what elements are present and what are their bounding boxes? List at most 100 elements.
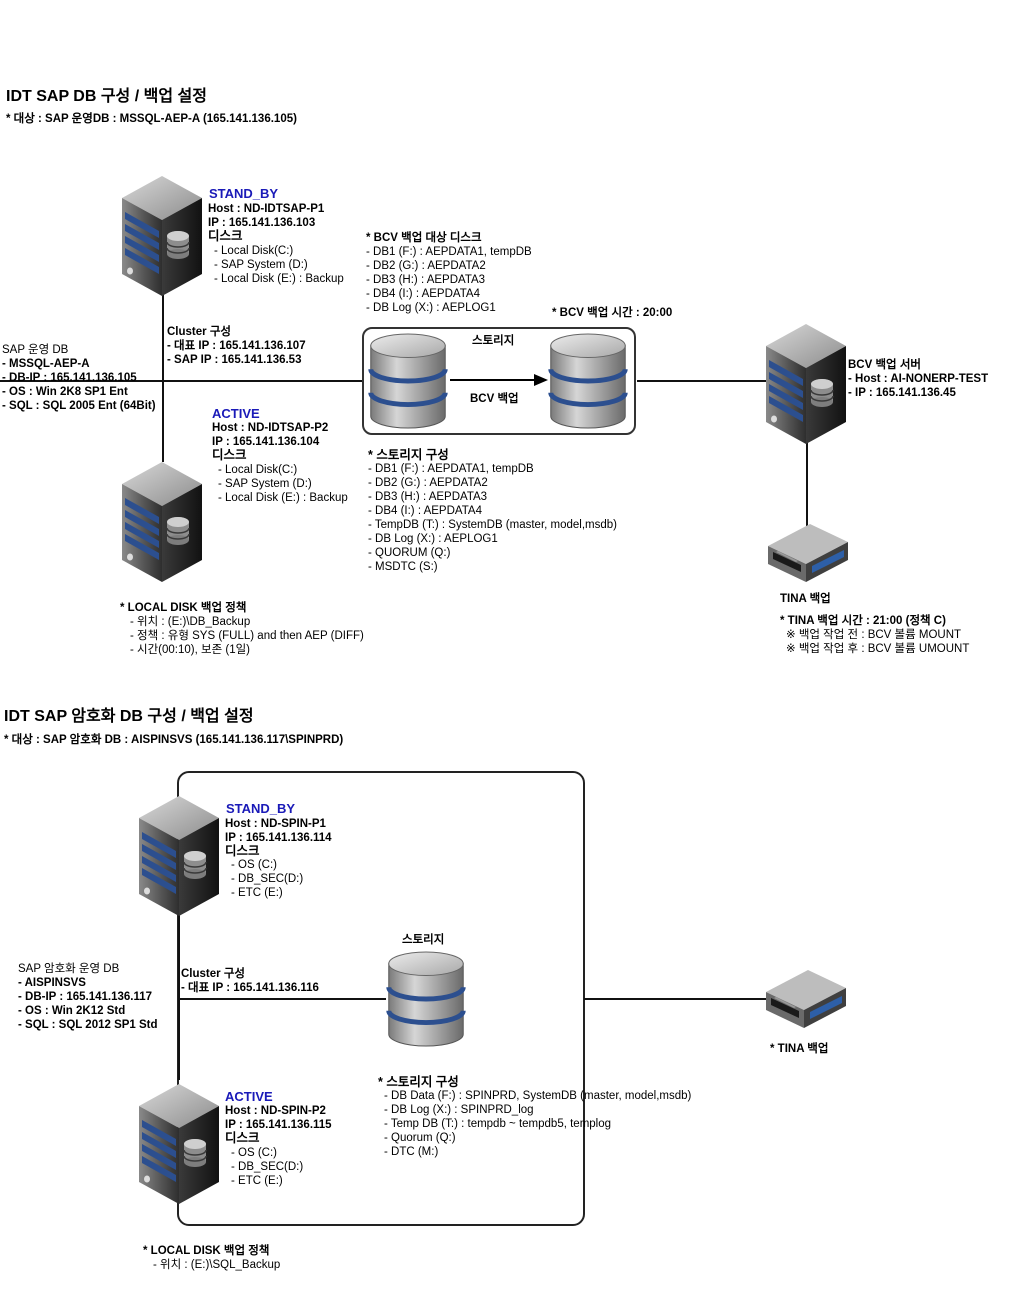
disk-item: - Local Disk (E:) : Backup — [218, 492, 348, 504]
disk-item: - SAP System (D:) — [218, 478, 312, 490]
sap-db-info: SAP 운영 DB - MSSQL-AEP-A - DB-IP : 165.14… — [2, 343, 156, 413]
bcv-disks-title: * BCV 백업 대상 디스크 — [366, 232, 482, 244]
storage-config-item: - DB2 (G:) : AEPDATA2 — [368, 477, 488, 489]
active-disk-title: 디스크 — [212, 448, 247, 462]
storage-config-title: * 스토리지 구성 — [368, 448, 449, 462]
bcv-to-tina-line — [806, 440, 808, 526]
bcv-disk-list: * BCV 백업 대상 디스크 - DB1 (F:) : AEPDATA1, t… — [366, 231, 532, 315]
frame-to-tina-line — [584, 998, 770, 1000]
section2-subtitle: * 대상 : SAP 암호화 DB : AISPINSVS (165.141.1… — [4, 734, 344, 746]
storage-config-item: - MSDTC (S:) — [368, 561, 438, 573]
bcv-server-info: BCV 백업 서버 - Host : AI-NONERP-TEST - IP :… — [848, 358, 988, 400]
standby-disk-list: - OS (C:) - DB_SEC(D:) - ETC (E:) — [231, 858, 303, 900]
storage-config-item: - Quorum (Q:) — [384, 1132, 456, 1144]
storage-cylinder-icon — [368, 332, 448, 430]
sap-db-info: SAP 암호화 운영 DB - AISPINSVS - DB-IP : 165.… — [18, 962, 158, 1032]
cluster-line: - SAP IP : 165.141.136.53 — [167, 354, 302, 366]
standby-role: STAND_BY — [209, 186, 279, 201]
disk-item: - DB_SEC(D:) — [231, 873, 304, 885]
sap-db-line: - SQL : SQL 2012 SP1 Std — [18, 1019, 158, 1031]
bcv-disk-item: - DB3 (H:) : AEPDATA3 — [366, 274, 486, 286]
tina-label: TINA 백업 — [780, 593, 831, 605]
server-icon — [766, 324, 846, 444]
active-ip: IP : 165.141.136.104 — [212, 436, 320, 448]
local-policy-item: - 시간(00:10), 보존 (1일) — [130, 644, 251, 656]
standby-disk-title: 디스크 — [208, 229, 243, 243]
storage-config-item: - DB Log (X:) : AEPLOG1 — [368, 533, 498, 545]
bcv-disk-item: - DB1 (F:) : AEPDATA1, tempDB — [366, 246, 532, 258]
active-disk-list: - OS (C:) - DB_SEC(D:) - ETC (E:) — [231, 1146, 303, 1188]
bcv-server-label: BCV 백업 서버 — [848, 359, 921, 371]
local-policy-item: - 위치 : (E:)\SQL_Backup — [153, 1259, 281, 1271]
standby-ip: IP : 165.141.136.114 — [225, 832, 332, 844]
active-role: ACTIVE — [225, 1089, 273, 1104]
local-disk-policy: * LOCAL DISK 백업 정책 - 위치 : (E:)\DB_Backup… — [120, 601, 364, 657]
storage-config-title: * 스토리지 구성 — [378, 1075, 459, 1089]
sap-db-line: - DB-IP : 165.141.136.105 — [2, 372, 137, 384]
active-role: ACTIVE — [212, 406, 260, 421]
storage-label: 스토리지 — [472, 335, 515, 347]
storage-config-item: - DB4 (I:) : AEPDATA4 — [368, 505, 482, 517]
tina-note: ※ 백업 작업 전 : BCV 볼륨 MOUNT — [786, 629, 962, 641]
section2-title: IDT SAP 암호화 DB 구성 / 백업 설정 — [4, 708, 254, 725]
tina-time-info: * TINA 백업 시간 : 21:00 (정책 C) ※ 백업 작업 전 : … — [780, 614, 969, 656]
disk-item: - ETC (E:) — [231, 887, 283, 899]
tape-drive-icon — [768, 524, 848, 584]
storage-config-item: - QUORUM (Q:) — [368, 547, 451, 559]
sap-db-line: - AISPINSVS — [18, 977, 86, 989]
disk-item: - Local Disk(C:) — [218, 464, 298, 476]
sap-db-line: - DB-IP : 165.141.136.117 — [18, 991, 153, 1003]
sap-db-line: - SQL : SQL 2005 Ent (64Bit) — [2, 400, 156, 412]
active-ip: IP : 165.141.136.115 — [225, 1119, 332, 1131]
disk-item: - OS (C:) — [231, 1147, 277, 1159]
disk-item: - SAP System (D:) — [214, 259, 308, 271]
local-disk-policy: * LOCAL DISK 백업 정책 - 위치 : (E:)\SQL_Backu… — [143, 1244, 280, 1272]
storage-cylinder-icon — [386, 950, 466, 1048]
storage-label: 스토리지 — [402, 934, 445, 946]
storage-config-item: - Temp DB (T:) : tempdb ~ tempdb5, templ… — [384, 1118, 612, 1130]
sap-db-line: - OS : Win 2K12 Std — [18, 1005, 126, 1017]
tina-note: ※ 백업 작업 후 : BCV 볼륨 UMOUNT — [786, 643, 970, 655]
frame-gap — [179, 895, 183, 1075]
section1-title: IDT SAP DB 구성 / 백업 설정 — [6, 88, 207, 105]
disk-item: - ETC (E:) — [231, 1175, 283, 1187]
standby-disk-title: 디스크 — [225, 844, 260, 858]
storage-config-item: - TempDB (T:) : SystemDB (master, model,… — [368, 519, 618, 531]
storage-to-bcv-line — [637, 380, 767, 382]
sap-db-label: SAP 운영 DB — [2, 344, 69, 356]
standby-host: Host : ND-SPIN-P1 — [225, 818, 326, 830]
storage-cylinder-icon — [548, 332, 628, 430]
active-host: Host : ND-IDTSAP-P2 — [212, 422, 329, 434]
storage-config-item: - DB Data (F:) : SPINPRD, SystemDB (mast… — [384, 1090, 692, 1102]
bcv-arrow-icon — [450, 374, 548, 386]
sap-db-label: SAP 암호화 운영 DB — [18, 963, 120, 975]
local-policy-title: * LOCAL DISK 백업 정책 — [143, 1245, 270, 1257]
standby-role: STAND_BY — [226, 801, 296, 816]
cluster-to-storage-line — [0, 380, 362, 382]
bcv-disk-item: - DB Log (X:) : AEPLOG1 — [366, 302, 496, 314]
storage-config-item: - DB Log (X:) : SPINPRD_log — [384, 1104, 534, 1116]
cluster-label: Cluster 구성 — [181, 968, 245, 980]
storage-config-item: - DB1 (F:) : AEPDATA1, tempDB — [368, 463, 534, 475]
section1-subtitle: * 대상 : SAP 운영DB : MSSQL-AEP-A (165.141.1… — [6, 113, 297, 125]
disk-item: - DB_SEC(D:) — [231, 1161, 304, 1173]
disk-item: - Local Disk(C:) — [214, 245, 294, 257]
tina-time: * TINA 백업 시간 : 21:00 (정책 C) — [780, 615, 946, 627]
standby-ip: IP : 165.141.136.103 — [208, 217, 316, 229]
standby-disk-list: - Local Disk(C:) - SAP System (D:) - Loc… — [214, 244, 344, 286]
cluster-line: - 대표 IP : 165.141.136.116 — [181, 982, 319, 994]
cluster-vertical-line — [162, 290, 164, 462]
active-disk-list: - Local Disk(C:) - SAP System (D:) - Loc… — [218, 463, 348, 505]
storage-config-item: - DB3 (H:) : AEPDATA3 — [368, 491, 488, 503]
cluster-to-storage-line — [178, 998, 386, 1000]
local-policy-title: * LOCAL DISK 백업 정책 — [120, 602, 247, 614]
local-policy-item: - 위치 : (E:)\DB_Backup — [130, 616, 251, 628]
tina-label: * TINA 백업 — [770, 1043, 829, 1055]
bcv-disk-item: - DB4 (I:) : AEPDATA4 — [366, 288, 480, 300]
storage-config-list: * 스토리지 구성 - DB Data (F:) : SPINPRD, Syst… — [378, 1075, 691, 1159]
server-icon — [139, 796, 219, 916]
bcv-disk-item: - DB2 (G:) : AEPDATA2 — [366, 260, 486, 272]
active-host: Host : ND-SPIN-P2 — [225, 1105, 326, 1117]
bcv-server-line: - Host : AI-NONERP-TEST — [848, 373, 989, 385]
tape-drive-icon — [766, 970, 846, 1030]
